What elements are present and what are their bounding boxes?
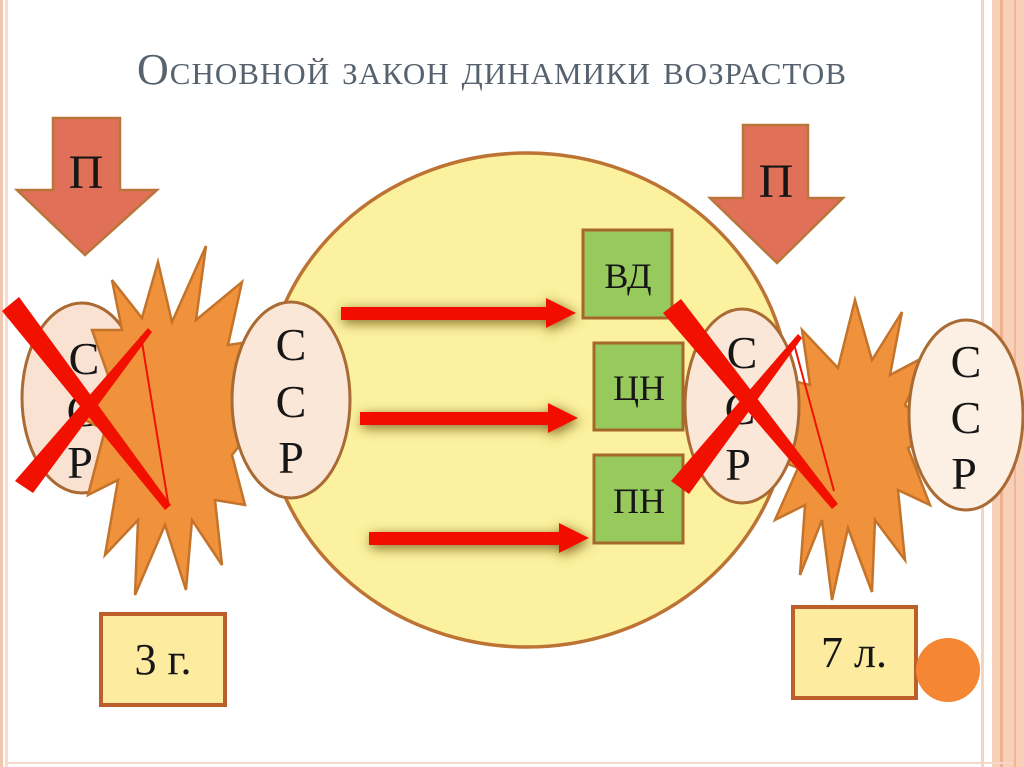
neoplasm-boxes: ВД ЦН ПН (581, 228, 685, 545)
ssr-ellipse-right (907, 318, 1024, 512)
bottom-frame-line (8, 762, 1012, 764)
age-box-7y (791, 605, 918, 700)
ssr-letter: Р (278, 432, 304, 483)
red-cross-left-stroke-2 (15, 328, 152, 493)
age-box-3y (99, 612, 227, 707)
red-cross-right (663, 299, 838, 509)
age-marker-right: 7 л. (791, 605, 918, 700)
age-marker-left: 3 г. (99, 612, 227, 707)
development-arrow-1 (341, 298, 576, 328)
ssr-letter: С (276, 376, 307, 427)
pressure-arrow-right-label: П (759, 155, 794, 208)
ssr-letter: С (276, 319, 307, 370)
red-cross-left (2, 297, 171, 510)
left-edge-stripe-inner (5, 0, 8, 767)
cn-box (592, 341, 685, 432)
pressure-arrow-right-shape (706, 123, 847, 265)
ssr-letter: Р (725, 439, 751, 490)
development-arrow-2 (360, 403, 578, 433)
age-box-3y-label: 3 г. (134, 635, 191, 684)
slide-title: Основной закон динамики возрастов (137, 45, 847, 94)
cn-box-label: ЦН (613, 368, 665, 408)
age-box-7y-label: 7 л. (821, 628, 887, 677)
pn-box-label: ПН (613, 481, 665, 521)
red-cross-right-hairline (793, 343, 835, 492)
ssr-right-letters: С С Р (951, 336, 982, 499)
vd-box-label: ВД (604, 256, 651, 296)
vd-box (581, 228, 674, 320)
red-cross-left-hairline (140, 335, 169, 503)
orange-dot (916, 638, 980, 702)
development-arrow-3 (369, 523, 589, 553)
ssr-letter: Р (67, 437, 93, 488)
ssr-letter: С (951, 392, 982, 443)
pressure-arrow-right: П (706, 123, 847, 265)
pressure-arrow-left-label: П (69, 146, 104, 199)
ssr-left-letters: С С Р (276, 319, 307, 483)
ssr-ellipse-left (230, 300, 352, 500)
ssr-letter: С (951, 336, 982, 387)
pn-box (592, 453, 685, 545)
pressure-arrow-left: П (13, 116, 161, 257)
ssr-letter: Р (951, 448, 977, 499)
red-cross-right-stroke-2 (671, 334, 802, 494)
development-arrows (341, 298, 589, 553)
pressure-arrow-left-shape (13, 116, 161, 257)
left-edge-stripe-outer (0, 0, 3, 767)
